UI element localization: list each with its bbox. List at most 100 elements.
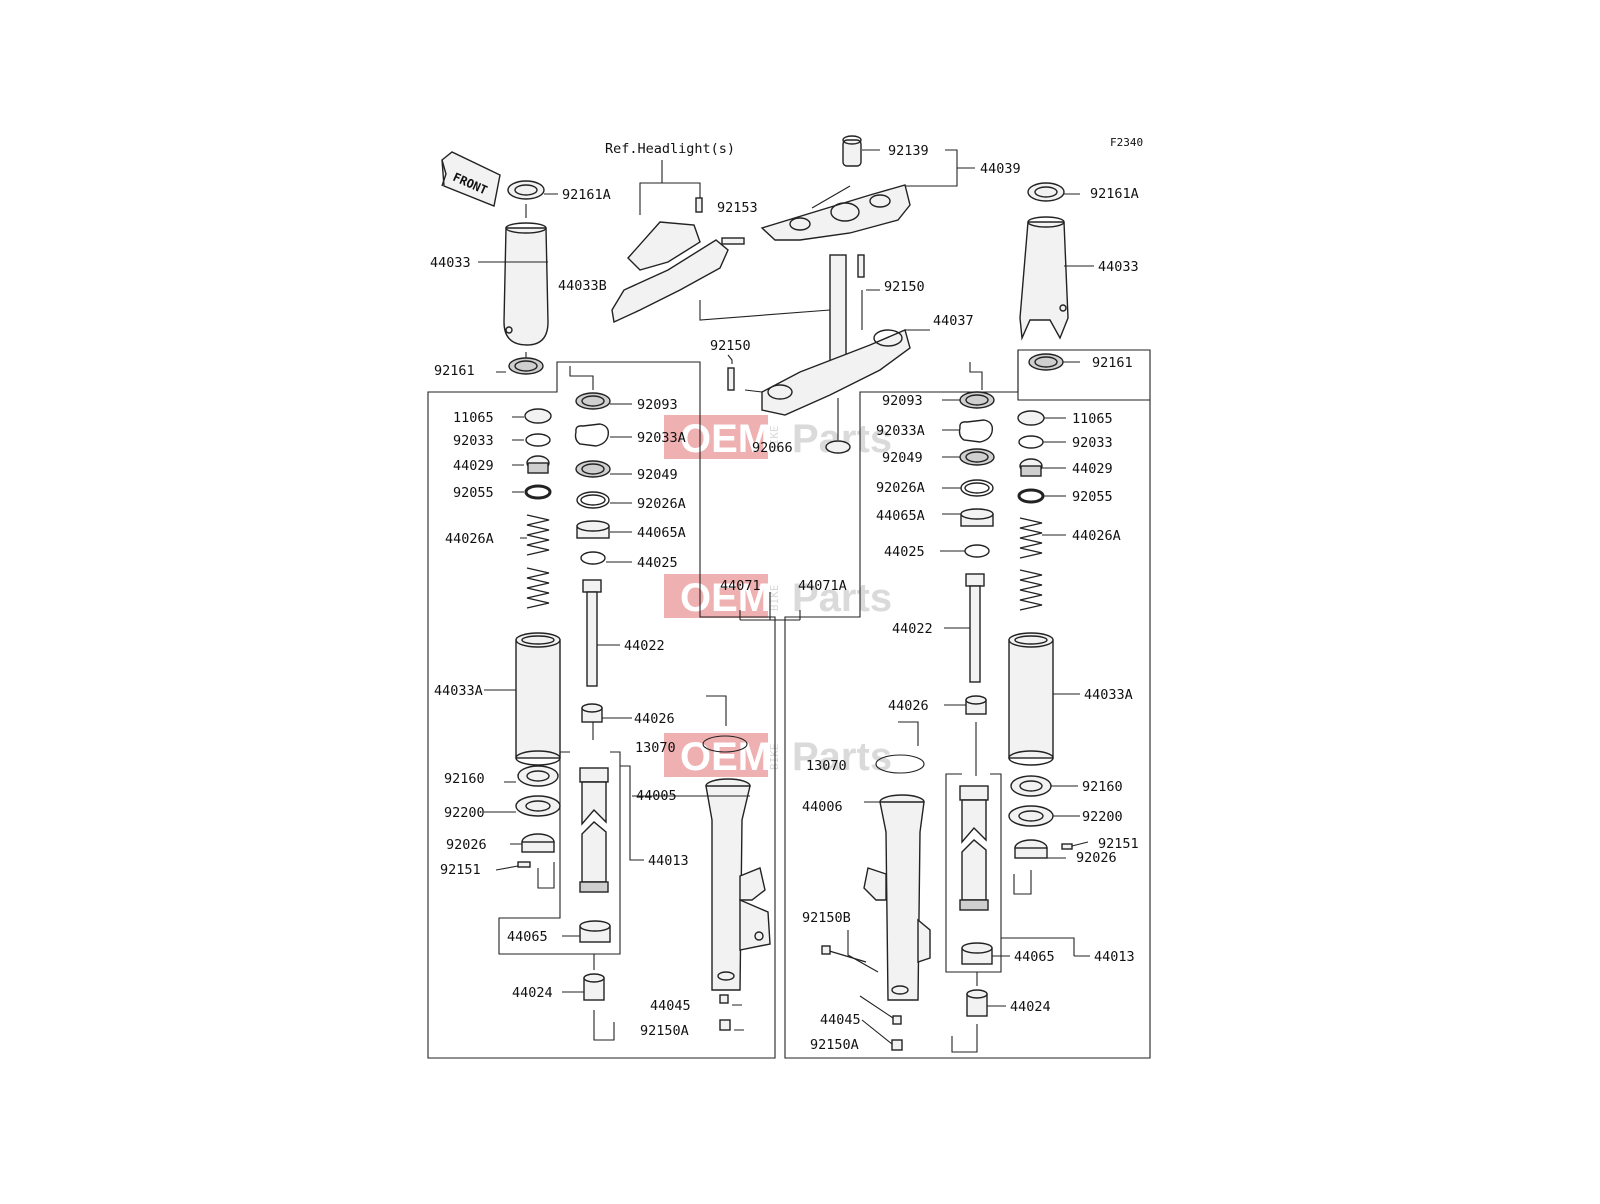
- label-92026-right: 92026: [1076, 850, 1117, 866]
- damper-44013-left: [579, 767, 609, 893]
- label-44022-left: 44022: [624, 638, 665, 654]
- label-92026A-left: 92026A: [637, 496, 686, 512]
- watermark-parts: Parts: [792, 576, 892, 620]
- label-44024-left: 44024: [512, 985, 553, 1001]
- bushing-44024-right: [966, 989, 988, 1017]
- top-bracket-44039: [760, 135, 911, 241]
- label-92161A-left: 92161A: [562, 187, 611, 203]
- fork-cover-left: [503, 180, 549, 375]
- watermark-parts: Parts: [792, 735, 892, 779]
- label-44065A-left: 44065A: [637, 525, 686, 541]
- left-seals: [574, 392, 611, 723]
- watermark-bike: BIKE: [768, 426, 781, 453]
- watermark-oem: OEM: [680, 735, 771, 779]
- label-92150A-left: 92150A: [640, 1023, 689, 1039]
- part-labels: 92139 44039 92161A 92161A 92153 44033 44…: [430, 143, 1139, 1053]
- label-92160-left: 92160: [444, 771, 485, 787]
- label-44037: 44037: [933, 313, 974, 329]
- watermark-row-1: OEM BIKE Parts: [664, 415, 892, 461]
- label-92150A-right: 92150A: [810, 1037, 859, 1053]
- diagram-code: F2340: [1110, 136, 1143, 149]
- label-44013-right: 44013: [1094, 949, 1135, 965]
- label-92049-right: 92049: [882, 450, 923, 466]
- label-13070-left: 13070: [635, 740, 676, 756]
- label-92026-left: 92026: [446, 837, 487, 853]
- left-internals: [515, 408, 561, 868]
- label-92139: 92139: [888, 143, 929, 159]
- bolt-92153: [721, 237, 745, 245]
- label-92161-left: 92161: [434, 363, 475, 379]
- label-44006: 44006: [802, 799, 843, 815]
- label-92150-top: 92150: [884, 279, 925, 295]
- bolt-92150B: [821, 945, 867, 963]
- damper-44013-right: [959, 785, 989, 911]
- watermark-parts: Parts: [792, 417, 892, 461]
- label-92093-left: 92093: [637, 397, 678, 413]
- label-44065A-right: 44065A: [876, 508, 925, 524]
- label-44039: 44039: [980, 161, 1021, 177]
- label-92150-mid: 92150: [710, 338, 751, 354]
- label-44065-left: 44065: [507, 929, 548, 945]
- label-44025-right: 44025: [884, 544, 925, 560]
- stem-44037: [761, 254, 911, 454]
- watermark-row-3: OEM BIKE Parts: [664, 733, 892, 779]
- bushing-44065-left: [579, 920, 611, 943]
- outer-tube-44005: [705, 778, 771, 1031]
- label-92026A-right: 92026A: [876, 480, 925, 496]
- label-92153: 92153: [717, 200, 758, 216]
- bolt-92150-mid: [727, 367, 735, 391]
- label-92151-right: 92151: [1098, 836, 1139, 852]
- label-13070-right: 13070: [806, 758, 847, 774]
- watermark-oem: OEM: [680, 576, 771, 620]
- watermark-oem: OEM: [680, 417, 771, 461]
- label-44022-right: 44022: [892, 621, 933, 637]
- bushing-44024-left: [583, 973, 605, 1001]
- bushing-44065-right: [961, 942, 993, 965]
- label-44033B: 44033B: [558, 278, 607, 294]
- label-92055-right: 92055: [1072, 489, 1113, 505]
- ref-headlight-note: Ref.Headlight(s): [605, 141, 735, 157]
- label-11065-left: 11065: [453, 410, 494, 426]
- front-arrow-icon: FRONT: [441, 151, 501, 207]
- label-44026A-right: 44026A: [1072, 528, 1121, 544]
- label-44029-right: 44029: [1072, 461, 1113, 477]
- outer-tube-44006: [863, 794, 931, 1051]
- label-44071A: 44071A: [798, 578, 847, 594]
- label-44045-right: 44045: [820, 1012, 861, 1028]
- label-44033A-right: 44033A: [1084, 687, 1133, 703]
- label-92161-right: 92161: [1092, 355, 1133, 371]
- label-92151-left: 92151: [440, 862, 481, 878]
- label-92093-right: 92093: [882, 393, 923, 409]
- label-44026A-left: 44026A: [445, 531, 494, 547]
- label-44029-left: 44029: [453, 458, 494, 474]
- label-44065-right: 44065: [1014, 949, 1055, 965]
- bolt-92150-top: [857, 254, 865, 278]
- fork-cover-right: [1019, 182, 1069, 371]
- watermark-box: [664, 415, 768, 459]
- label-44024-right: 44024: [1010, 999, 1051, 1015]
- label-44013-left: 44013: [648, 853, 689, 869]
- label-92055-left: 92055: [453, 485, 494, 501]
- label-92200-left: 92200: [444, 805, 485, 821]
- label-92160-right: 92160: [1082, 779, 1123, 795]
- label-44025-left: 44025: [637, 555, 678, 571]
- label-44005: 44005: [636, 788, 677, 804]
- label-44033-left: 44033: [430, 255, 471, 271]
- label-44026-right: 44026: [888, 698, 929, 714]
- label-44045-left: 44045: [650, 998, 691, 1014]
- label-92033-left: 92033: [453, 433, 494, 449]
- label-92161A-right: 92161A: [1090, 186, 1139, 202]
- watermark-row-2: OEM BIKE Parts: [664, 574, 892, 620]
- label-44071: 44071: [720, 578, 761, 594]
- label-92033A-right: 92033A: [876, 423, 925, 439]
- label-92049-left: 92049: [637, 467, 678, 483]
- label-11065-right: 11065: [1072, 411, 1113, 427]
- label-92033A-left: 92033A: [637, 430, 686, 446]
- label-92066: 92066: [752, 440, 793, 456]
- label-92200-right: 92200: [1082, 809, 1123, 825]
- watermark: OEM BIKE Parts OEM BIKE Parts OEM BIKE P…: [664, 415, 892, 779]
- watermark-bike: BIKE: [768, 585, 781, 612]
- leader-lines: [478, 193, 1094, 1045]
- label-44033-right: 44033: [1098, 259, 1139, 275]
